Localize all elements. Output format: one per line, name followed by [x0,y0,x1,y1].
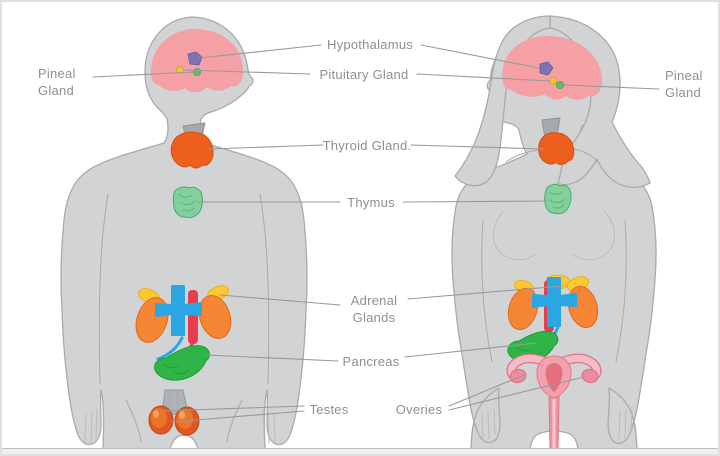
male-testes [148,389,200,436]
female-ovary-right [581,368,599,384]
male-right-hip-crease [226,399,243,443]
male-thymus-texture [178,193,196,212]
male-vessel-strand-blue [156,336,184,361]
male-thyroid-gland [170,131,214,169]
leader-lines [92,44,660,423]
male-testis-left-highlight [153,410,159,418]
leader-pituitary-right [416,73,551,82]
female-breast-contour-left [493,211,537,261]
label-testes: Testes [309,402,349,417]
male-left-hand-fingers [84,409,98,444]
label-pineal-gland-right: Pineal Gland [665,68,703,100]
female-breast-contour-right [571,211,615,261]
female-vena-cava [532,277,577,327]
leader-hypothalamus-left [198,44,322,59]
male-figure [60,16,308,450]
female-fallopian-tube-left [507,354,554,378]
label-hypothalamus: Hypothalamus [326,37,414,52]
female-thymus [544,183,572,215]
label-pineal-gland-left: Pineal Gland [38,66,76,98]
label-adrenal-glands: Adrenal Glands [350,293,398,325]
male-left-hip-crease [125,399,142,443]
female-adrenal-kidney-cluster [507,274,599,353]
leader-testes-upper [161,405,305,412]
male-testis-right-inner [177,409,193,429]
male-pancreas [154,345,210,381]
leader-pineal-right [563,84,660,90]
male-kidney-right [198,295,232,339]
male-hypothalamus [187,51,203,66]
leader-thyroid-right [410,144,544,150]
male-pubic-lines [168,391,179,413]
male-pituitary-gland [175,66,184,75]
female-right-hand-fingers [618,406,633,441]
male-pineal-gland [192,68,201,77]
female-fallopian-tube-right [554,354,601,378]
male-testis-right-highlight [179,411,185,419]
female-uterus-inner [545,363,563,392]
label-thyroid-gland: Thyroid Gland. [322,138,412,153]
label-pituitary-gland: Pituitary Gland [319,67,409,82]
female-right-arm-seam [615,219,627,363]
bottom-strip [2,448,718,454]
label-thymus: Thymus [347,195,395,210]
female-thymus-texture [549,191,566,209]
male-vena-cava [155,285,202,336]
leader-adrenal-left [219,294,341,306]
leader-thyroid-left [208,144,324,150]
leader-ovaries-right [448,376,585,411]
female-clavicle-left [505,149,539,163]
female-hair-back [549,15,651,188]
label-pancreas: Pancreas [342,354,400,369]
leader-pancreas-right [404,342,537,358]
leader-adrenal-right [407,285,563,300]
leader-ovaries-left [448,374,525,407]
leader-testes-lower [171,410,305,423]
female-left-hand-fingers [481,408,496,441]
female-pineal-gland [556,81,565,90]
male-pancreas-texture [163,363,190,375]
leader-pancreas-left [204,354,339,362]
male-aorta [188,290,198,344]
male-left-arm-seam [98,193,109,385]
leader-pituitary-left [184,69,311,75]
male-thymus [172,186,203,219]
female-left-arm-seam [481,219,493,363]
female-reproductive-organs [506,353,602,450]
female-thyroid-gland [538,132,575,165]
leader-hypothalamus-right [420,44,540,69]
male-right-arm-seam [259,193,270,385]
female-figure [451,15,657,450]
female-hypothalamus [539,61,554,76]
label-ovaries: Overies [395,402,443,417]
male-adrenal-kidney-cluster [135,285,232,365]
leader-thymus-right [402,200,548,203]
leader-pineal-left [92,71,194,78]
